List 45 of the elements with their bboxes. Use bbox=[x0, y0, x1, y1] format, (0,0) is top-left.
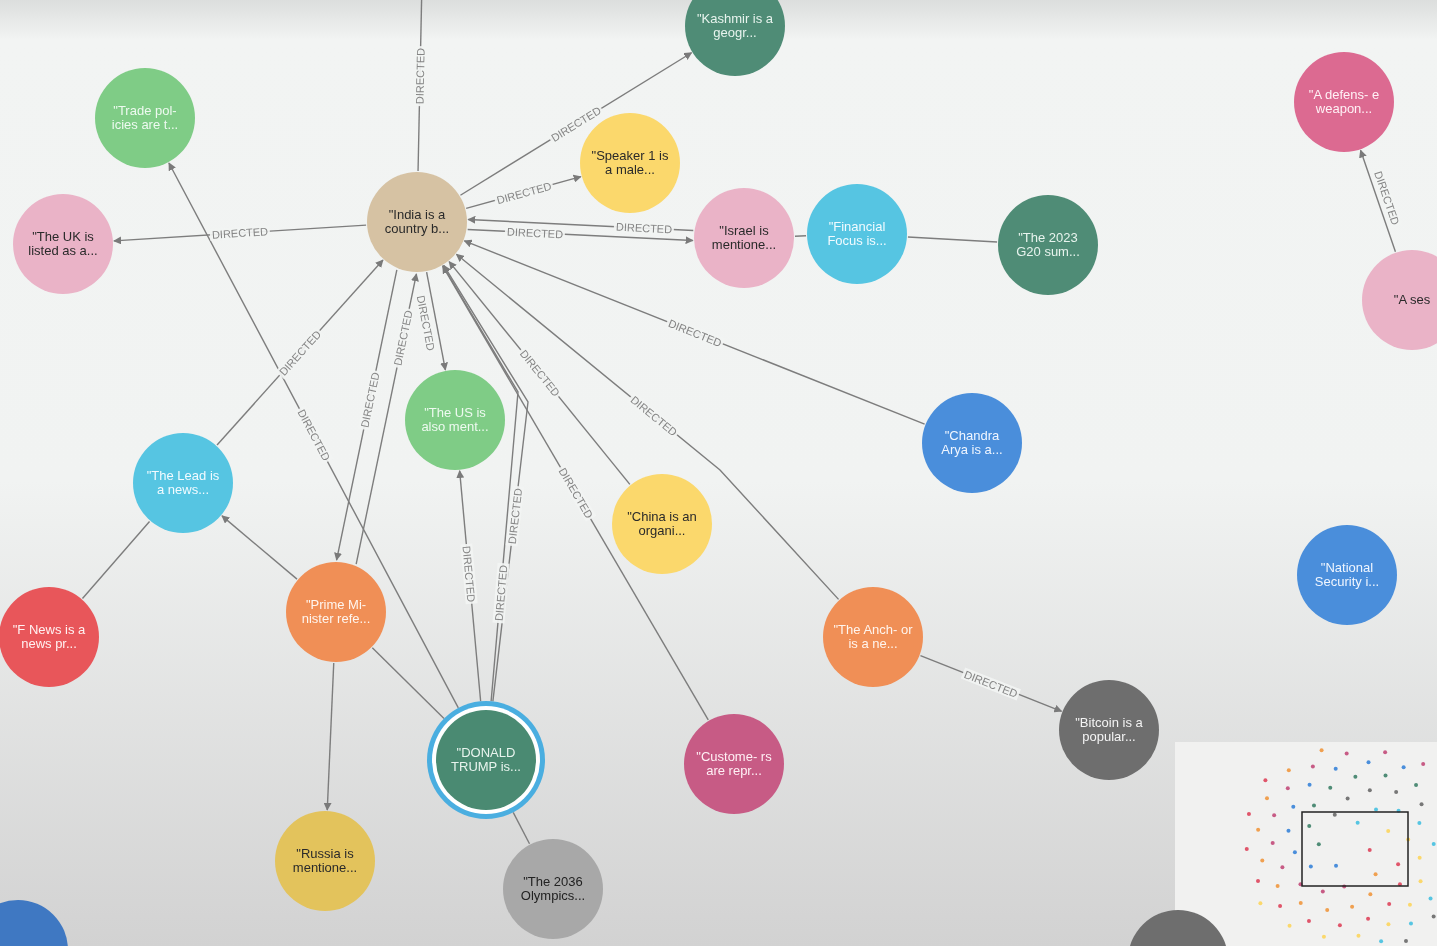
arrow bbox=[442, 265, 709, 721]
edge-label: DIRECTED bbox=[613, 220, 675, 236]
edge-label: DIRECTED bbox=[505, 485, 525, 547]
node-label: "Bitcoin is a popular... bbox=[1074, 716, 1144, 744]
node-label: "Speaker 1 is a male... bbox=[590, 149, 670, 177]
node-label: "A defens- e weapon... bbox=[1307, 88, 1381, 116]
edge-label: DIRECTED bbox=[460, 543, 478, 605]
connector-line bbox=[907, 236, 998, 243]
arrow bbox=[221, 515, 298, 580]
node-label: "The 2036 Olympics... bbox=[519, 875, 587, 903]
arrow bbox=[1359, 149, 1397, 253]
arrow bbox=[168, 162, 459, 709]
arrow bbox=[455, 253, 840, 601]
node-label: "China is an organi... bbox=[626, 510, 698, 538]
edge-label: DIRECTED bbox=[504, 225, 566, 241]
node-label: "The 2023 G20 sum... bbox=[1015, 231, 1081, 259]
node-label: "Israel is mentione... bbox=[710, 224, 778, 252]
edge-label: DIRECTED bbox=[413, 45, 427, 106]
node-circle bbox=[1362, 250, 1437, 350]
node-label: "Financial Focus is... bbox=[826, 220, 888, 248]
node-label: "Prime Mi- nister refe... bbox=[300, 598, 372, 626]
arrow bbox=[323, 662, 335, 811]
node-label: "Kashmir is a geogr... bbox=[695, 12, 775, 40]
node-label: "DONALD TRUMP is... bbox=[450, 746, 522, 774]
edge-label: DIRECTED bbox=[209, 225, 271, 241]
node-label: "Trade pol- icies are t... bbox=[110, 104, 180, 132]
node-label: "The Lead is a news... bbox=[145, 469, 221, 497]
node-label: "The US is also ment... bbox=[420, 406, 490, 434]
node-label: "Russia is mentione... bbox=[291, 847, 359, 875]
node-label: "The UK is listed as a... bbox=[27, 230, 99, 258]
node-label: "Custome- rs are repr... bbox=[695, 750, 773, 778]
arrow bbox=[425, 271, 448, 371]
node-label: "The Anch- or is a ne... bbox=[833, 623, 913, 651]
arrow bbox=[463, 239, 926, 425]
connector-line bbox=[371, 647, 445, 720]
node-label: "National Security i... bbox=[1313, 561, 1381, 589]
edge-label: DIRECTED bbox=[491, 562, 510, 624]
connector-line bbox=[81, 520, 151, 600]
connector-line bbox=[794, 235, 807, 237]
node-label: "F News is a news pr... bbox=[11, 623, 87, 651]
node-label: "A ses bbox=[1392, 293, 1432, 307]
node-label: "India is a country b... bbox=[383, 208, 451, 236]
node-label: "Chandra Arya is a... bbox=[940, 429, 1004, 457]
connector-line bbox=[512, 811, 531, 845]
node-circle bbox=[685, 0, 785, 76]
